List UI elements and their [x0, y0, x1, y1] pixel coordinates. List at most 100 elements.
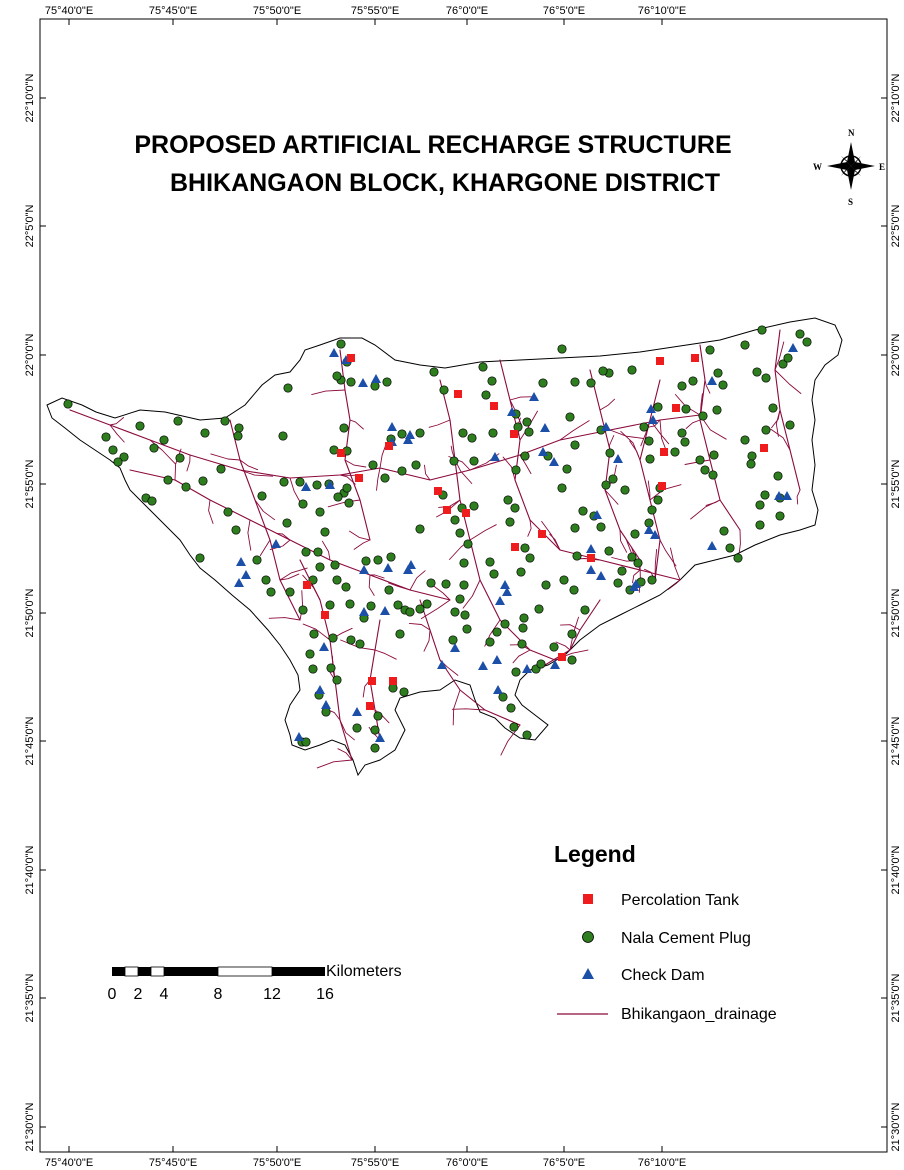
drainage-tributary	[599, 398, 616, 411]
percolation-tank-marker	[660, 448, 668, 456]
percolation-tanks	[303, 354, 768, 710]
nala-cement-plug-marker	[450, 515, 460, 525]
lon-tick-bottom: 75°50'0"E	[253, 1157, 301, 1169]
nala-cement-plug-marker	[570, 440, 580, 450]
nala-cement-plug-marker	[101, 432, 111, 442]
nala-cement-plug-marker	[175, 453, 185, 463]
nala-cement-plug-marker	[700, 465, 710, 475]
nala-cement-plug-marker	[773, 471, 783, 481]
drainage-tributary	[247, 519, 252, 551]
nala-cement-plug-marker	[557, 483, 567, 493]
drainage-tributary	[604, 489, 619, 505]
lat-tick-right: 21°40'0"N	[890, 845, 902, 894]
nala-cement-plug-marker	[455, 528, 465, 538]
legend-check-dam-symbol	[582, 968, 594, 979]
drainage-tributary	[796, 489, 801, 505]
drainage-tributary	[210, 453, 241, 461]
lat-tick-right: 21°30'0"N	[890, 1102, 902, 1151]
drainage-tributary	[109, 417, 125, 426]
nala-cement-plug-marker	[373, 711, 383, 721]
check-dam-marker	[529, 392, 539, 401]
nala-cement-plug-marker	[760, 490, 770, 500]
map-title-line1: PROPOSED ARTIFICIAL RECHARGE STRUCTURE	[134, 131, 731, 159]
drainage-tributary	[555, 641, 571, 651]
drainage-tributary	[302, 574, 321, 601]
nala-cement-plug-marker	[677, 381, 687, 391]
nala-cement-plug-marker	[325, 600, 335, 610]
nala-cement-plug-marker	[567, 629, 577, 639]
drainage-tributary	[469, 524, 497, 541]
nala-cement-plug-marker	[352, 723, 362, 733]
nala-cement-plug-marker	[747, 451, 757, 461]
scale-label-16: 16	[316, 986, 334, 1003]
nala-cement-plug-marker	[481, 390, 491, 400]
nala-cement-plug-marker	[149, 443, 159, 453]
drainage-tributary	[109, 424, 125, 443]
legend-check-dam-label: Check Dam	[621, 967, 705, 984]
drainage-tributary	[239, 459, 259, 471]
percolation-tank-marker	[355, 474, 363, 482]
nala-cement-plug-marker	[503, 495, 513, 505]
nala-cement-plug-marker	[279, 477, 289, 487]
nala-cement-plug-marker	[370, 725, 380, 735]
drainage-tributary	[560, 624, 581, 631]
nala-cement-plug-marker	[301, 737, 311, 747]
drainage-tributary	[337, 748, 353, 761]
lat-tick-right: 22°5'0"N	[890, 205, 902, 248]
nala-cement-plug-marker	[380, 473, 390, 483]
nala-cement-plug-marker	[234, 423, 244, 433]
lat-tick-left: 21°50'0"N	[24, 588, 36, 637]
compass-e-label: E	[879, 162, 885, 172]
nala-cement-plug-marker	[613, 578, 623, 588]
compass-diag-ne	[851, 156, 861, 166]
legend-percolation-tank-label: Percolation Tank	[621, 892, 740, 909]
percolation-tank-marker	[434, 487, 442, 495]
percolation-tank-marker	[347, 354, 355, 362]
check-dam-marker	[236, 557, 246, 566]
drainage-tributary	[353, 539, 371, 550]
nala-cement-plug-marker	[415, 428, 425, 438]
check-dam-marker	[315, 685, 325, 694]
drainage-tributary	[302, 623, 331, 641]
drainage-tributary	[462, 579, 481, 609]
nala-cement-plug-marker	[355, 639, 365, 649]
nala-cement-plug-marker	[397, 429, 407, 439]
nala-cement-plug-marker	[298, 499, 308, 509]
percolation-tank-marker	[321, 611, 329, 619]
nala-cement-plug-marker	[505, 517, 515, 527]
nala-cement-plug-marker	[439, 385, 449, 395]
nala-cement-plug-marker	[565, 412, 575, 422]
nala-cement-plug-marker	[231, 525, 241, 535]
check-dam-marker	[371, 374, 381, 383]
check-dam-marker	[550, 660, 560, 669]
drainage-tributary	[684, 459, 711, 465]
lon-tick-bottom: 76°10'0"E	[638, 1157, 686, 1169]
check-dam-marker	[405, 430, 415, 439]
scale-seg-1	[112, 967, 125, 976]
lat-tick-left: 21°45'0"N	[24, 716, 36, 765]
compass-s-label: S	[848, 197, 853, 207]
nala-cement-plug-marker	[469, 456, 479, 466]
nala-cement-plug-marker	[395, 629, 405, 639]
drainage-tributary	[279, 567, 308, 581]
drainage-tributary	[349, 530, 371, 541]
nala-cement-plug-marker	[312, 480, 322, 490]
nala-cement-plug-marker	[572, 551, 582, 561]
latitude-ticks-left: 22°10'0"N22°5'0"N22°0'0"N21°55'0"N21°50'…	[24, 73, 46, 1151]
nala-cement-plug-marker	[315, 507, 325, 517]
check-dam-marker	[613, 454, 623, 463]
nala-cement-plug-marker	[370, 743, 380, 753]
percolation-tank-marker	[691, 354, 699, 362]
percolation-tank-marker	[454, 390, 462, 398]
nala-cement-plug-marker	[761, 425, 771, 435]
nala-cement-plug-marker	[596, 522, 606, 532]
check-dam-marker	[358, 378, 368, 387]
scale-seg-6	[217, 966, 273, 977]
check-dam-marker	[646, 404, 656, 413]
scale-label-0: 0	[108, 986, 117, 1003]
nala-cement-plug-marker	[775, 511, 785, 521]
nala-cement-plug-marker	[795, 329, 805, 339]
percolation-tank-marker	[672, 404, 680, 412]
